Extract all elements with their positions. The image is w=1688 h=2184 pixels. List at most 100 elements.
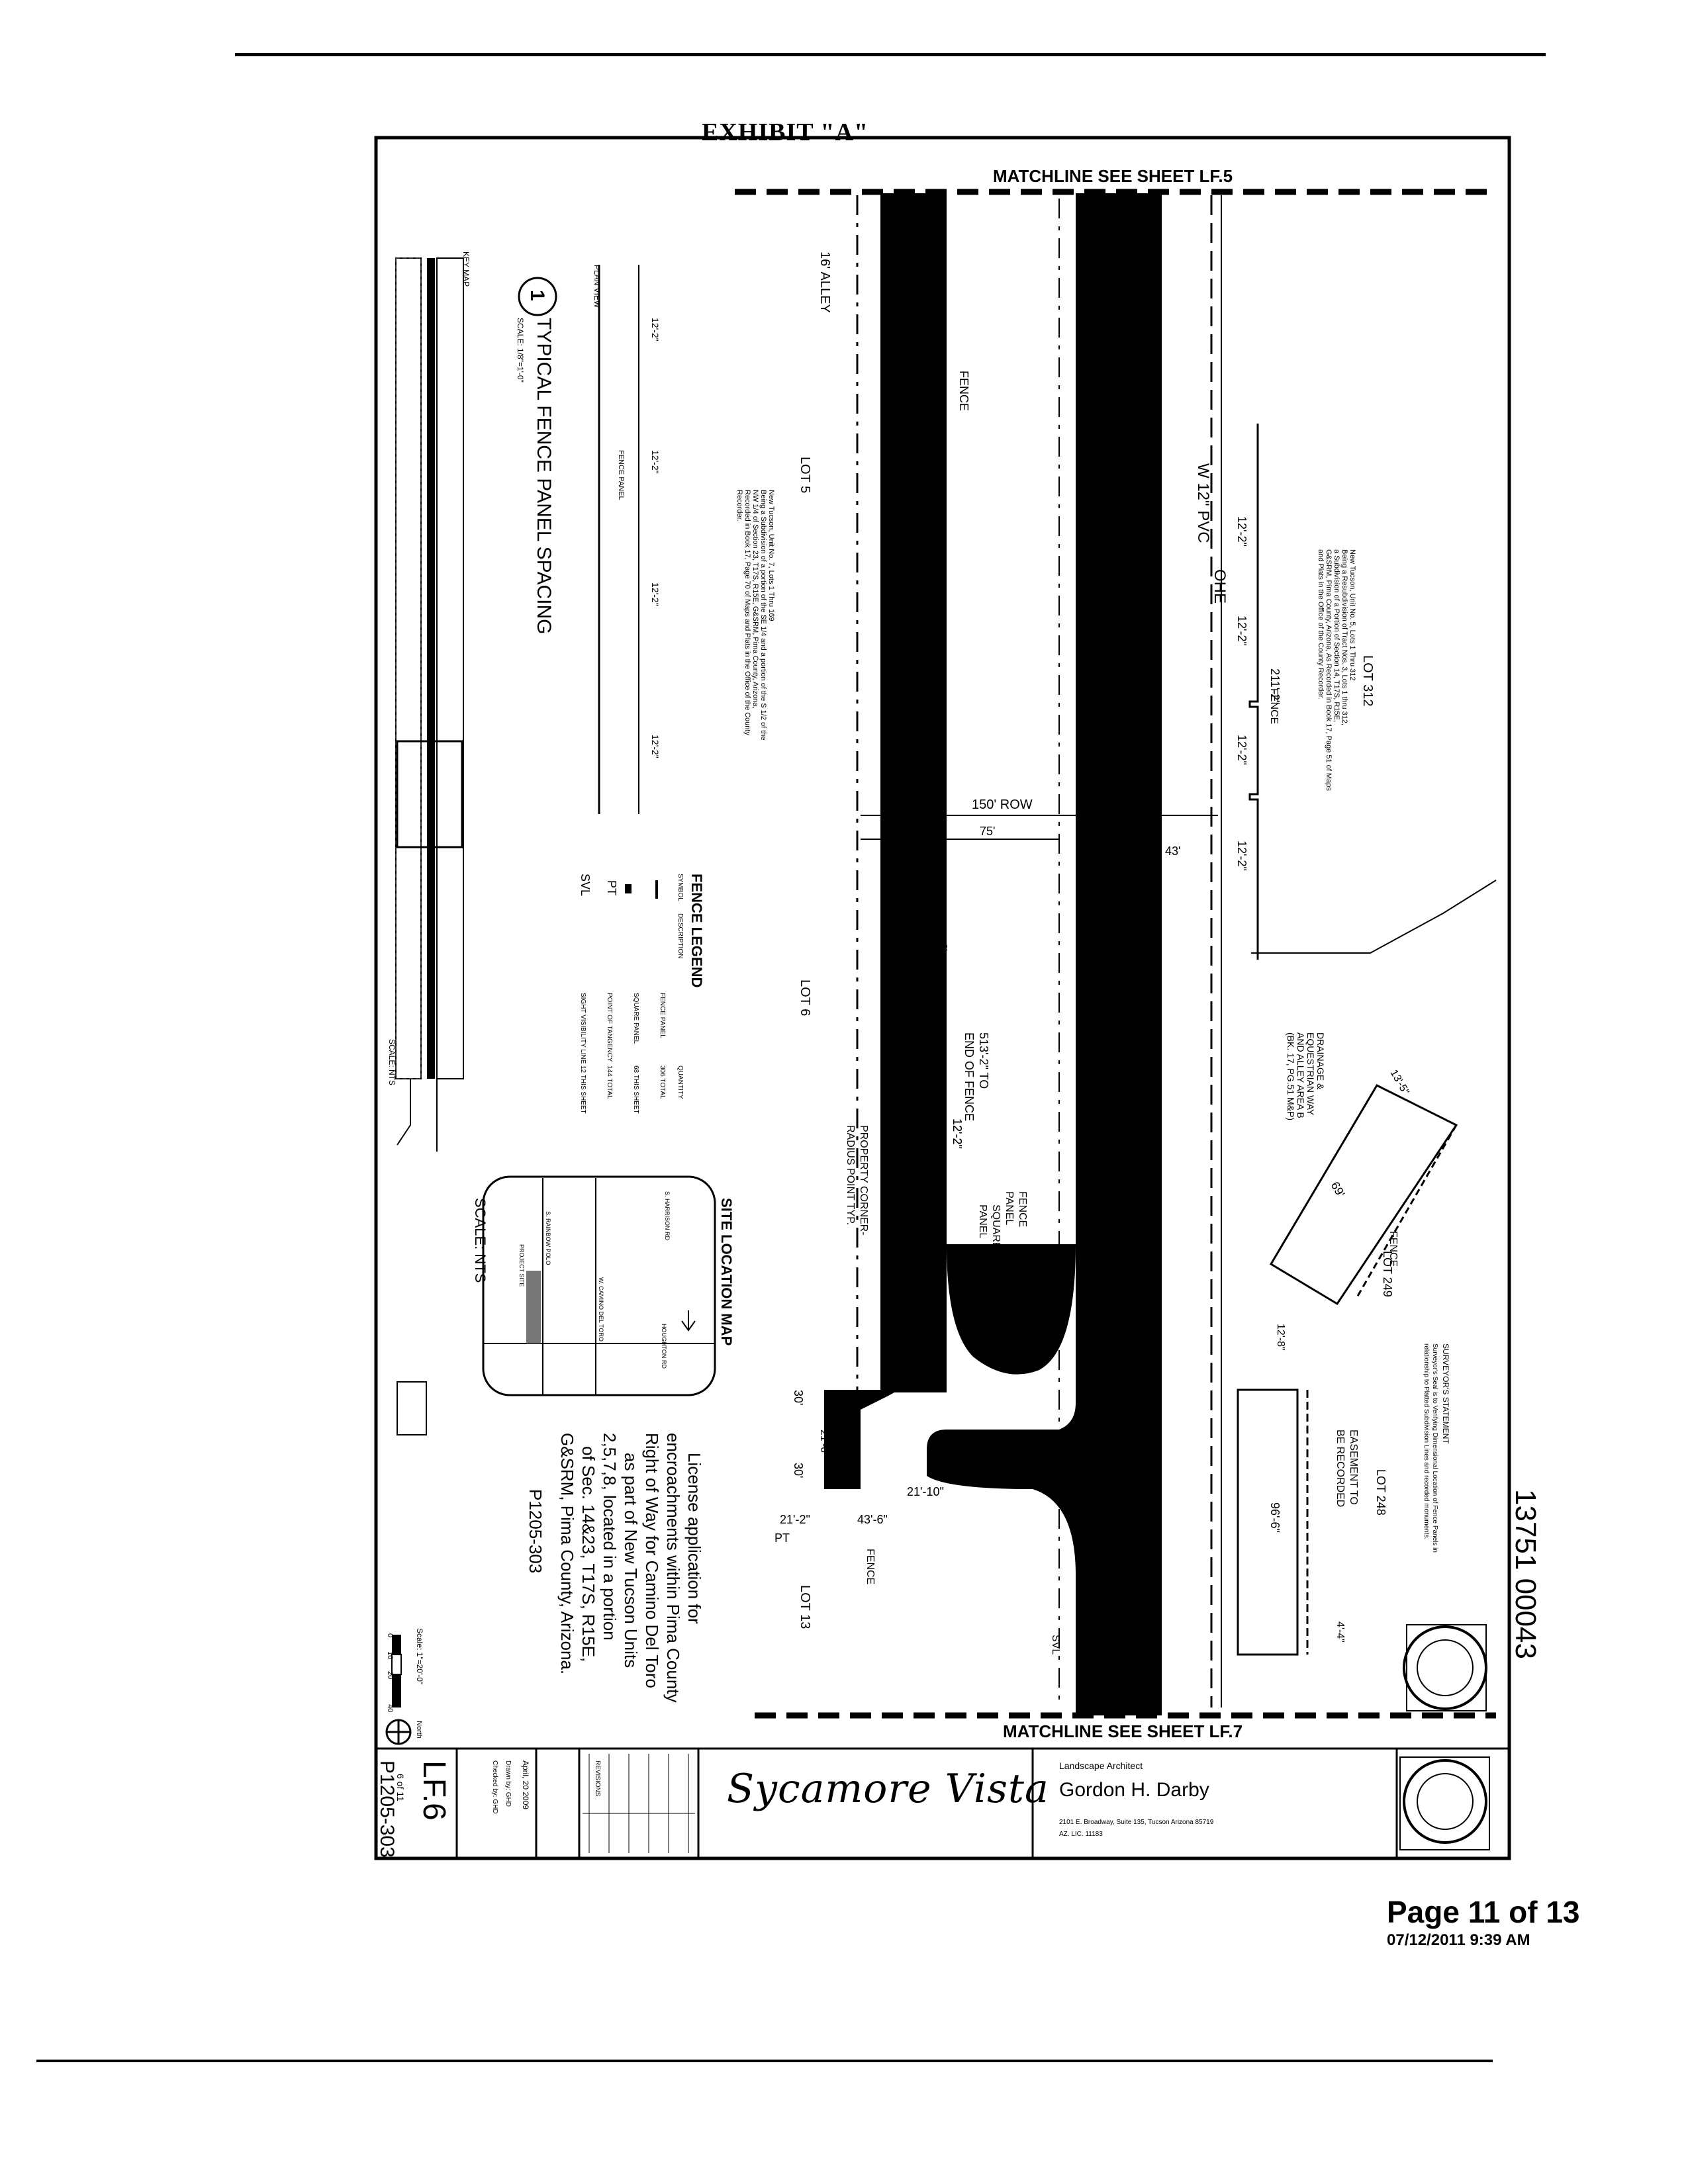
site-map-project [526,1271,541,1343]
seal-upper-inner [1417,1639,1474,1696]
drainage-3: AND ALLEY AREA B [1295,1032,1306,1118]
lot312-note-5: and Plats in the Office of the County Re… [1317,549,1325,700]
detail-number: 1 [526,290,548,301]
scale-10: 10 [386,1651,394,1659]
scale-text: Scale: 1"=20'-0" [415,1628,424,1684]
key-map-tail [397,1079,438,1152]
east-panel-dim-4: 12'-2" [1235,841,1248,871]
lot-248-parcel [1237,1388,1299,1656]
license-line-8: P1205-303 [526,1489,545,1573]
legend-row4-desc: SIGHT VISIBILITY LINE [579,993,586,1064]
key-map-block [395,257,422,1079]
legend-title: FENCE LEGEND [688,874,705,987]
dim-4-4-label: 4'-4" [1335,1621,1346,1643]
legend-row1-desc: FENCE PANEL [659,993,666,1038]
license-line-7: G&SRM, Pima County, Arizona. [557,1433,577,1674]
scale-bar-black-1 [392,1635,401,1655]
dim-30b-label: 30' [792,1463,805,1478]
drainage-1: DRAINAGE & [1315,1032,1326,1090]
east-panel-dim-3: 12'-2" [1235,735,1248,765]
legend-row3-qty: 144 TOTAL [606,1066,613,1099]
matchline-bottom-label: MATCHLINE SEE SHEET LF.7 [1003,1721,1243,1741]
intersection-pavement [927,1244,1162,1715]
scale-0: 0 [386,1633,394,1637]
panel-dim-3: 12'-2" [924,549,937,580]
detail-fence-panel: FENCE PANEL [617,450,625,500]
lot-249-parcel [1269,1084,1458,1306]
matchline-top-label: MATCHLINE SEE SHEET LF.5 [993,166,1233,186]
lot312-note-2: Being a Resubdivision of Tract Nos. 3, L… [1340,549,1348,725]
square-panel-2: PANEL [977,1205,988,1238]
north-label: North [415,1721,423,1739]
surveyor-1: SURVEYOR'S STATEMENT [1441,1343,1450,1444]
fence-label-east: FENCE [1268,688,1280,724]
key-map-scale: SCALE: NTS [387,1039,397,1085]
alley-label: 16' ALLEY [818,251,832,313]
site-map-scale: SCALE: NTS [472,1198,489,1283]
legend-col-quantity: QUANTITY [677,1066,684,1099]
lot-6-label: LOT 6 [798,979,812,1016]
dim-21-2-label: 21'-2" [780,1513,810,1526]
lot-248-label: LOT 248 [1374,1469,1387,1516]
road-lane-west [880,193,947,1392]
legend-symbol-square [625,884,632,893]
page-timestamp: 07/12/2011 9:39 AM [1387,1931,1530,1949]
easement-2: BE RECORDED [1335,1430,1346,1507]
panel-dim-5: 12'-2" [924,774,937,805]
lot-249-label: LOT 249 [1381,1251,1394,1297]
scale-bar-black-2 [392,1674,401,1707]
scale-40: 40 [386,1704,394,1712]
lot-249-fence [1356,1124,1458,1298]
key-map-frame-east [436,257,464,1079]
detail-plan-view: PLAN VIEW [592,265,602,308]
end-of-fence-2: END OF FENCE [962,1032,976,1121]
dim-43-label: 43' [1165,844,1180,858]
site-map-project-label: PROJECT SITE [518,1244,525,1287]
detail-scale: SCALE: 1/8"=1'-0" [516,318,525,383]
detail-title: TYPICAL FENCE PANEL SPACING [533,318,555,634]
top-rule [235,53,1546,56]
lot-312-label: LOT 312 [1360,655,1375,706]
fence-panel-2: PANEL [1004,1191,1015,1225]
panel-dim-1: 12'-2" [924,225,937,255]
typ-dim-label: 3@12'-2" TYP. [924,450,937,527]
detail-circle [518,277,557,316]
fence-panel-1: FENCE [1017,1191,1028,1227]
lot5-note-5: Recorder. [735,490,743,522]
drainage-2: EQUESTRIAN WAY [1305,1032,1316,1116]
architect-label: Landscape Architect [1059,1760,1143,1771]
half-row-label: 75' [980,825,995,838]
property-corner-1: PROPERTY CORNER- [858,1125,869,1236]
dim-69-label: 69' [1329,1179,1348,1199]
row-label: 150' ROW [972,797,1033,812]
license-line-5: 2,5,7,8, located in a portion [600,1433,620,1641]
lot-312-boundary [1251,880,1497,954]
dim-21-6-label: 21'-6" [818,1430,829,1457]
dim-30a-label: 30' [792,1390,805,1405]
license-line-2: encroachments within Pima County [663,1433,683,1703]
sheet-border [374,136,1511,1860]
architect-name: Gordon H. Darby [1059,1779,1209,1801]
fence-label-top: FENCE [957,371,970,411]
square-panel-1: SQUARE [990,1205,1002,1250]
east-panel-dim-2: 12'-2" [1235,615,1248,646]
legend-row3-sym: PT [605,880,618,895]
surveyor-2: Surveyor's Seal is to Verifying Dimensio… [1431,1343,1438,1553]
tb-date: April, 20 2009 [521,1760,530,1809]
seal-upper-outer [1403,1625,1487,1710]
legend-row3-desc: POINT OF TANGENCY [606,993,613,1062]
easement-1: EASEMENT TO [1348,1430,1359,1505]
w12-label: W 12" PVC [1194,463,1212,543]
dim-96-6-label: 96'-6" [1268,1502,1282,1533]
east-panel-dim-1: 12'-2" [1235,516,1248,547]
site-map-road-3: W. CAMINO DEL TORO [598,1277,604,1342]
dim-211-label: 211'-2" [1268,668,1282,705]
site-map-road-4: HOUGHTON RD [661,1324,667,1369]
lot5-note-1: New Tucson, Unit No. 7, Lots 1 Thru 169 [767,490,775,621]
tb-job: P1205-303 [376,1760,398,1858]
key-map-frame [395,257,422,1079]
seal-lower-box [1399,1756,1490,1850]
drainage-4: (BK. 17, PG.51 M&P) [1286,1032,1296,1120]
legend-row4-qty: 12 THIS SHEET [579,1066,586,1114]
lot312-note-4: G&SRM, Pima County, Arizona, As Recorded… [1325,549,1333,791]
